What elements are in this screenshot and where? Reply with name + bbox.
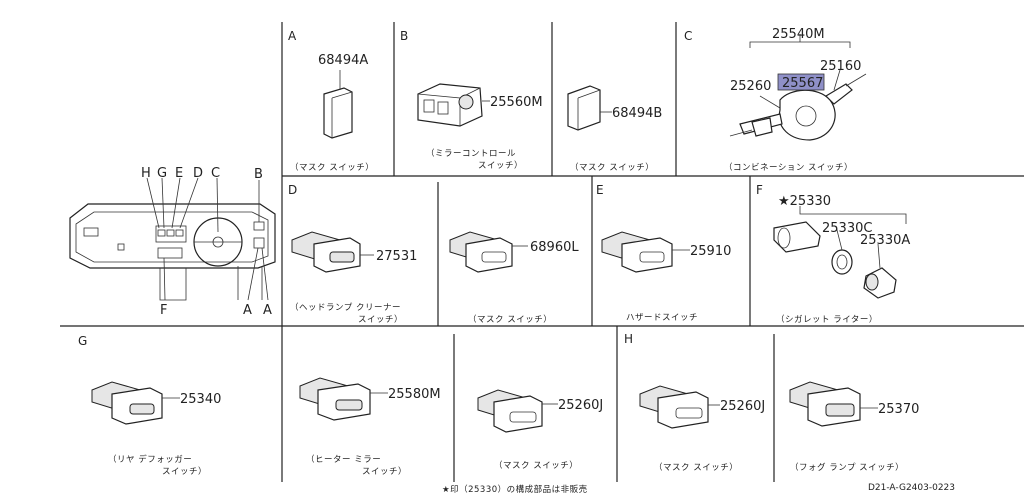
section-letter-g: G — [78, 334, 87, 348]
caption-d1: （ヘッドランプ クリーナー — [290, 302, 401, 313]
part-25260j-g: 25260J — [558, 398, 603, 413]
caption-h2: （フォグ ランプ スイッチ） — [790, 462, 904, 473]
caption-c: （コンビネーション スイッチ） — [724, 162, 853, 173]
hazard-switch-drawing — [601, 231, 690, 273]
caption-g2b: スイッチ） — [362, 466, 407, 477]
part-25567: 25567 — [782, 76, 823, 91]
caption-d1b: スイッチ） — [358, 314, 403, 325]
dashboard-drawing — [69, 177, 276, 301]
section-letter-h: H — [624, 332, 633, 346]
part-25260: 25260 — [730, 79, 771, 94]
part-68494a: 68494A — [318, 53, 368, 68]
caption-e: ハザードスイッチ — [626, 313, 698, 323]
caption-a: （マスク スイッチ） — [290, 162, 374, 173]
mask-switch-h-drawing — [639, 385, 720, 429]
dash-label-h: H — [141, 166, 151, 181]
caption-f: （シガレット ライター） — [776, 314, 878, 325]
caption-g1b: スイッチ） — [162, 466, 207, 477]
caption-b1: （ミラーコントロール — [426, 148, 516, 159]
caption-h1: （マスク スイッチ） — [654, 462, 738, 473]
caption-b1b: スイッチ） — [478, 160, 523, 171]
part-27531: 27531 — [376, 249, 417, 264]
mask-switch-a-drawing — [323, 70, 353, 139]
dash-label-a2: A — [263, 303, 272, 318]
cigarette-lighter-drawing — [773, 206, 907, 299]
section-letter-f: F — [756, 183, 763, 197]
section-letter-d: D — [288, 183, 297, 197]
headlamp-cleaner-switch-drawing — [291, 231, 374, 273]
heater-mirror-switch-drawing — [299, 377, 388, 421]
mask-switch-g-drawing — [477, 389, 558, 433]
dash-label-d: D — [193, 166, 203, 181]
section-letter-a: A — [288, 29, 297, 43]
dash-label-g: G — [157, 166, 167, 181]
dash-label-e: E — [175, 166, 183, 181]
part-25160: 25160 — [820, 59, 861, 74]
mask-switch-d-drawing — [449, 231, 528, 273]
part-25560m: 25560M — [490, 95, 543, 110]
caption-d2: （マスク スイッチ） — [468, 314, 552, 325]
mirror-control-switch-drawing — [417, 83, 490, 127]
rear-defogger-switch-drawing — [91, 381, 180, 425]
grid-lines — [60, 22, 1024, 482]
part-25330c: 25330C — [822, 221, 872, 236]
section-letter-c: C — [684, 29, 692, 43]
dash-label-c: C — [211, 166, 220, 181]
dash-label-a1: A — [243, 303, 252, 318]
caption-g1: （リヤ デフォッガー — [108, 454, 192, 465]
part-25330a: 25330A — [860, 233, 910, 248]
fog-lamp-switch-drawing — [789, 381, 878, 427]
dash-label-b: B — [254, 167, 263, 182]
mask-switch-b-drawing — [567, 85, 612, 131]
highlight-box — [777, 73, 825, 91]
caption-b2: （マスク スイッチ） — [570, 162, 654, 173]
part-68494b: 68494B — [612, 106, 662, 121]
part-25330: ★25330 — [778, 194, 831, 209]
footer-note: ★印（25330）の構成部品は非販売 — [442, 484, 588, 495]
drawing-code: D21-A-G2403-0223 — [868, 483, 955, 493]
section-letter-b: B — [400, 29, 408, 43]
part-25540m: 25540M — [772, 27, 825, 42]
part-25580m: 25580M — [388, 387, 441, 402]
part-25910: 25910 — [690, 244, 731, 259]
combination-switch-drawing — [729, 34, 867, 141]
part-68960l: 68960L — [530, 240, 579, 255]
part-25260j-h: 25260J — [720, 399, 765, 414]
dash-label-f: F — [160, 303, 167, 318]
part-25370: 25370 — [878, 402, 919, 417]
section-letter-e: E — [596, 183, 604, 197]
caption-g3: （マスク スイッチ） — [494, 460, 578, 471]
caption-g2: （ヒーター ミラー — [306, 454, 381, 465]
part-25340: 25340 — [180, 392, 221, 407]
